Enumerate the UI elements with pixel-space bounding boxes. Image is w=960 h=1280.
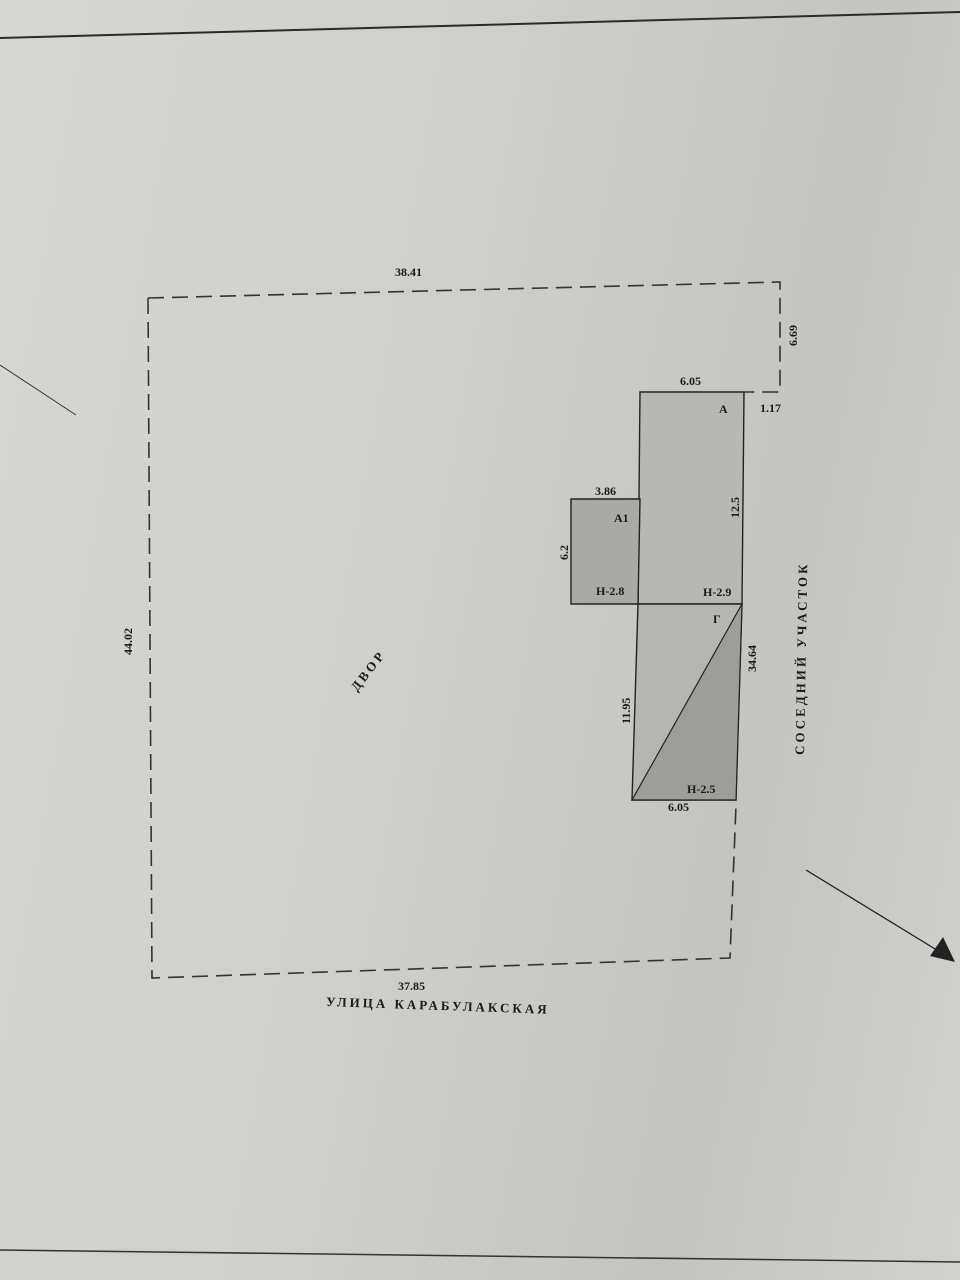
margin-stroke xyxy=(0,364,77,416)
dim-bottom: 37.85 xyxy=(398,979,425,993)
dim-a1-top: 3.86 xyxy=(595,484,616,498)
neighbor-label: СОСЕДНИЙ УЧАСТОК xyxy=(792,561,810,755)
dim-top: 38.41 xyxy=(395,265,422,279)
dim-right-step: 1.17 xyxy=(760,401,781,415)
building-g-label: Г xyxy=(713,612,721,626)
yard-label: ДВОР xyxy=(348,647,389,694)
street-label: УЛИЦА КАРАБУЛАКСКАЯ xyxy=(326,994,550,1017)
building-a-label: А xyxy=(719,402,728,416)
north-arrow-icon xyxy=(805,869,955,962)
building-g-hatch xyxy=(630,603,743,801)
height-a1: Н-2.8 xyxy=(596,584,624,598)
dim-g-left: 11.95 xyxy=(619,698,633,724)
dim-right-lower: 34.64 xyxy=(745,645,759,672)
height-g: Н-2.5 xyxy=(687,782,715,796)
building-a1-label: А1 xyxy=(614,511,629,525)
dim-a1-left: 6.2 xyxy=(557,545,571,560)
plot-boundary-left xyxy=(147,297,737,979)
plot-boundary xyxy=(147,281,781,393)
dim-a-right: 12.5 xyxy=(728,497,742,518)
dim-left: 44.02 xyxy=(121,628,135,655)
dim-a-top: 6.05 xyxy=(680,374,701,388)
dim-right-upper: 6.69 xyxy=(786,325,800,346)
paper-top-edge xyxy=(0,11,960,39)
height-a: Н-2.9 xyxy=(703,585,731,599)
paper-bottom-edge xyxy=(0,1249,960,1263)
dim-g-bottom: 6.05 xyxy=(668,800,689,814)
